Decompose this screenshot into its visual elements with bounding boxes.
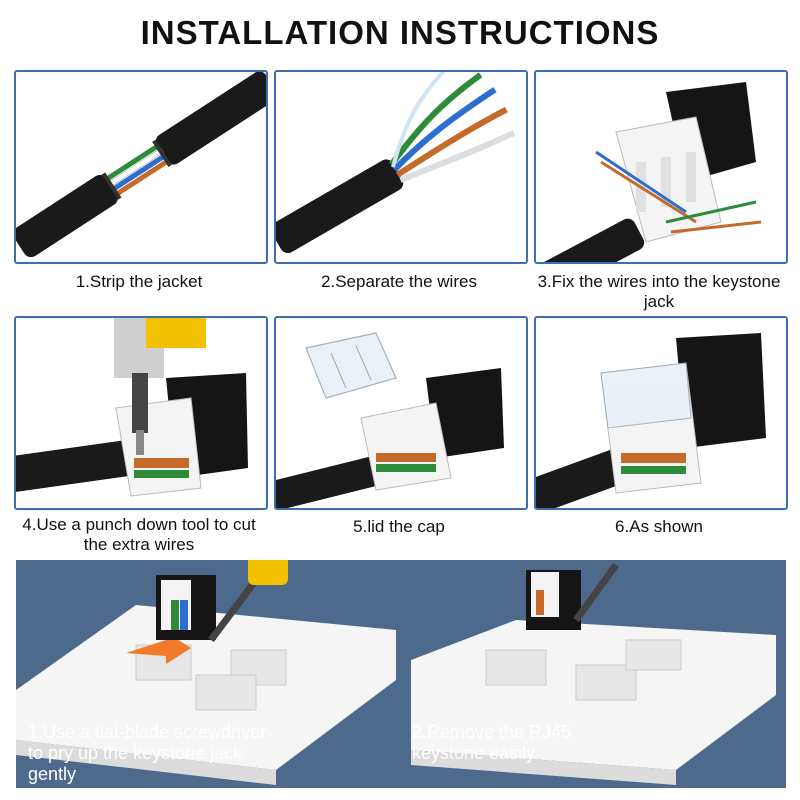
page-title: INSTALLATION INSTRUCTIONS xyxy=(140,14,660,51)
step-6-image xyxy=(534,316,788,510)
step-1-image xyxy=(14,70,268,264)
removal-section: 1.Use a flat-blade screwdriver to pry up… xyxy=(16,560,786,788)
step-1-caption: 1.Strip the jacket xyxy=(75,272,203,291)
step-6-caption: 6.As shown xyxy=(615,517,703,536)
removal-step-1-text: 1.Use a flat-blade screwdriver to pry up… xyxy=(28,722,267,784)
step-3-caption: 3.Fix the wires into the keystone jack xyxy=(537,272,781,311)
step-4-image xyxy=(14,316,268,510)
step-3-image xyxy=(534,70,788,264)
removal-step-2-text: 2.Remove the RJ45 keystone easily xyxy=(412,722,572,763)
step-5-caption: 5.lid the cap xyxy=(353,517,445,536)
step-4-caption: 4.Use a punch down tool to cut the extra… xyxy=(22,515,256,554)
step-5-image xyxy=(274,316,528,510)
step-2-caption: 2.Separate the wires xyxy=(321,272,477,291)
step-2-image xyxy=(274,70,528,264)
removal-illustration xyxy=(16,560,776,785)
